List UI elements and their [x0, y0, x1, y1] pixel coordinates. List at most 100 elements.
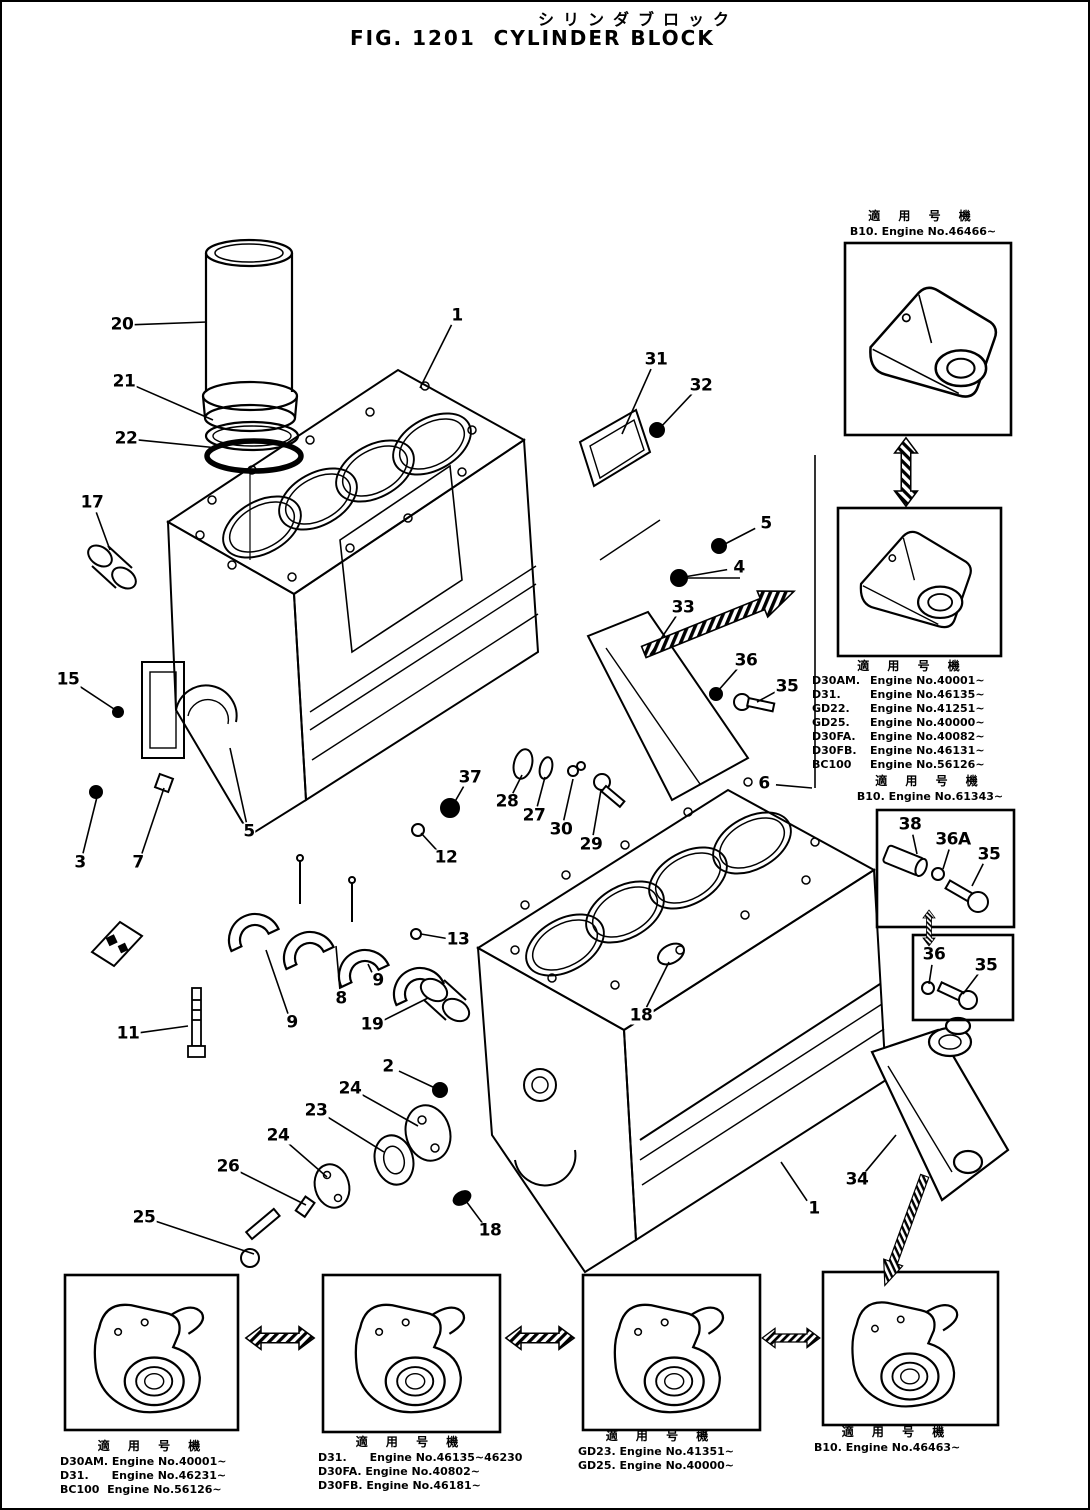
- leader-line-29: [592, 789, 602, 836]
- callout-number-15: 15: [55, 669, 81, 690]
- applicability-row: GD22.Engine No.41251~: [812, 702, 1012, 716]
- callout-number-4: 4: [732, 557, 746, 578]
- callout-number-28: 28: [494, 791, 520, 812]
- callout-number-30: 30: [548, 819, 574, 840]
- applicability-header: 適 用 号 機: [97, 1439, 208, 1453]
- leader-line-36: [716, 667, 739, 693]
- leader-line-17: [95, 512, 111, 551]
- engine-serial-line: D30FA. Engine No.40802~: [318, 1464, 480, 1478]
- applicability-row: D30FA. Engine No.40082~: [812, 730, 1012, 744]
- leader-line-35: [971, 863, 984, 887]
- leader-line-32: [658, 392, 694, 430]
- engine-serial-lines: GD23. Engine No.41351~GD25. Engine No.40…: [578, 1445, 763, 1473]
- leader-line-3: [82, 796, 98, 854]
- leader-line-11: [139, 1025, 189, 1034]
- cylinder-liner: [201, 238, 304, 474]
- leader-lines: [77, 321, 984, 1255]
- callout-number-12: 12: [433, 847, 459, 868]
- model-name: D31.: [812, 687, 841, 701]
- callout-number-6: 6: [757, 773, 771, 794]
- plug-row: [410, 748, 626, 940]
- callout-number-1: 1: [807, 1198, 821, 1219]
- engine-serial-line: GD23. Engine No.41351~: [578, 1444, 735, 1458]
- callout-number-36A: 36A: [934, 829, 972, 850]
- leader-line-24: [286, 1141, 328, 1178]
- leader-line-1: [419, 324, 453, 389]
- engine-serial-line: D30AM. Engine No.40001~: [60, 1454, 227, 1468]
- leader-line-26: [238, 1170, 307, 1206]
- cover-plate-31: [578, 408, 665, 488]
- applicability-row: D30FB.Engine No.46131~: [812, 744, 1012, 758]
- leader-line-1: [780, 1161, 808, 1202]
- model-name: GD25.: [812, 715, 850, 729]
- leader-line-34: [864, 1134, 897, 1173]
- engine-serial: Engine No.56126~: [870, 757, 985, 771]
- bolt-35-art: [944, 879, 989, 913]
- o-ring-22: [204, 438, 304, 474]
- support-bracket-art: [859, 530, 972, 629]
- callout-number-13: 13: [445, 929, 471, 950]
- callout-number-20: 20: [109, 314, 135, 335]
- engine-serial-line: D31. Engine No.46135~46230: [318, 1450, 523, 1464]
- washer-36-bolt-35: [921, 981, 978, 1010]
- leader-line-13: [420, 933, 447, 940]
- applicability-header: 適 用 号 機: [868, 209, 978, 223]
- engine-serial: Engine No.40082~: [870, 729, 985, 743]
- callout-number-9: 9: [371, 970, 385, 991]
- sleeve-38-washer-bolt: [882, 844, 989, 913]
- engine-serial-line: B10. Engine No.46463~: [814, 1440, 961, 1454]
- callout-number-22: 22: [113, 428, 139, 449]
- callout-number-5: 5: [242, 821, 256, 842]
- callout-number-19: 19: [359, 1014, 385, 1035]
- middle-hardware: [586, 519, 776, 802]
- caption-bottom-1: 適 用 号 機 D30AM. Engine No.40001~D31. Engi…: [60, 1439, 245, 1497]
- applicability-row: D31.Engine No.46135~: [812, 688, 1012, 702]
- callout-number-21: 21: [111, 371, 137, 392]
- model-name: GD22.: [812, 701, 850, 715]
- applicability-header: 適 用 号 機: [355, 1435, 466, 1449]
- mount-bracket-art: [93, 1303, 205, 1414]
- leader-line-15: [77, 684, 115, 710]
- bushing-19: [419, 977, 471, 1023]
- bolt-35: [733, 693, 776, 713]
- main-bearing-caps: [187, 854, 445, 1058]
- leader-line-20: [133, 321, 208, 326]
- callout-number-38: 38: [897, 814, 923, 835]
- callout-number-23: 23: [303, 1100, 329, 1121]
- applicability-list: 適 用 号 機 D30AM.Engine No.40001~D31.Engine…: [812, 659, 1012, 772]
- leader-line-23: [325, 1115, 385, 1153]
- leader-line-7: [141, 787, 165, 854]
- applicability-header: 適 用 号 機: [605, 1429, 716, 1443]
- caption-bottom-4: 適 用 号 機 B10. Engine No.46463~: [814, 1425, 999, 1455]
- callout-number-33: 33: [670, 597, 696, 618]
- leader-line-36: [928, 964, 933, 985]
- double-arrow-icon: [505, 1325, 575, 1351]
- applicability-rows: D30AM.Engine No.40001~D31.Engine No.4613…: [812, 674, 1012, 772]
- callout-number-9: 9: [285, 1012, 299, 1033]
- leader-line-9: [367, 963, 373, 973]
- engine-serial-note: B10. Engine No.61343~: [856, 789, 1004, 803]
- engine-serial-line: D31. Engine No.46231~: [60, 1468, 227, 1482]
- callout-number-36: 36: [921, 944, 947, 965]
- caption-bottom-3: 適 用 号 機 GD23. Engine No.41351~GD25. Engi…: [578, 1429, 763, 1473]
- leader-line-5: [229, 747, 248, 823]
- leader-line-25: [155, 1220, 255, 1255]
- cylinder-block-upper: [141, 368, 540, 837]
- callout-number-35: 35: [973, 955, 999, 976]
- engine-serial-line: D30FB. Engine No.46181~: [318, 1478, 481, 1492]
- inset-box-bottom-4: [821, 1270, 1000, 1427]
- front-cover-parts: [240, 1082, 472, 1268]
- leader-line-31: [621, 368, 652, 435]
- page-title: FIG. 1201 CYLINDER BLOCK: [350, 26, 715, 50]
- callout-number-36: 36: [733, 650, 759, 671]
- applicability-header: 適 用 号 機: [857, 659, 967, 673]
- leader-line-38: [912, 834, 918, 855]
- support-bracket-art: [869, 286, 998, 398]
- callout-number-18: 18: [628, 1005, 654, 1026]
- callout-number-37: 37: [457, 767, 483, 788]
- applicability-header: 適 用 号 機: [875, 774, 985, 788]
- callout-number-18: 18: [477, 1220, 503, 1241]
- model-name: D30FA.: [812, 729, 856, 743]
- callout-number-2: 2: [381, 1056, 395, 1077]
